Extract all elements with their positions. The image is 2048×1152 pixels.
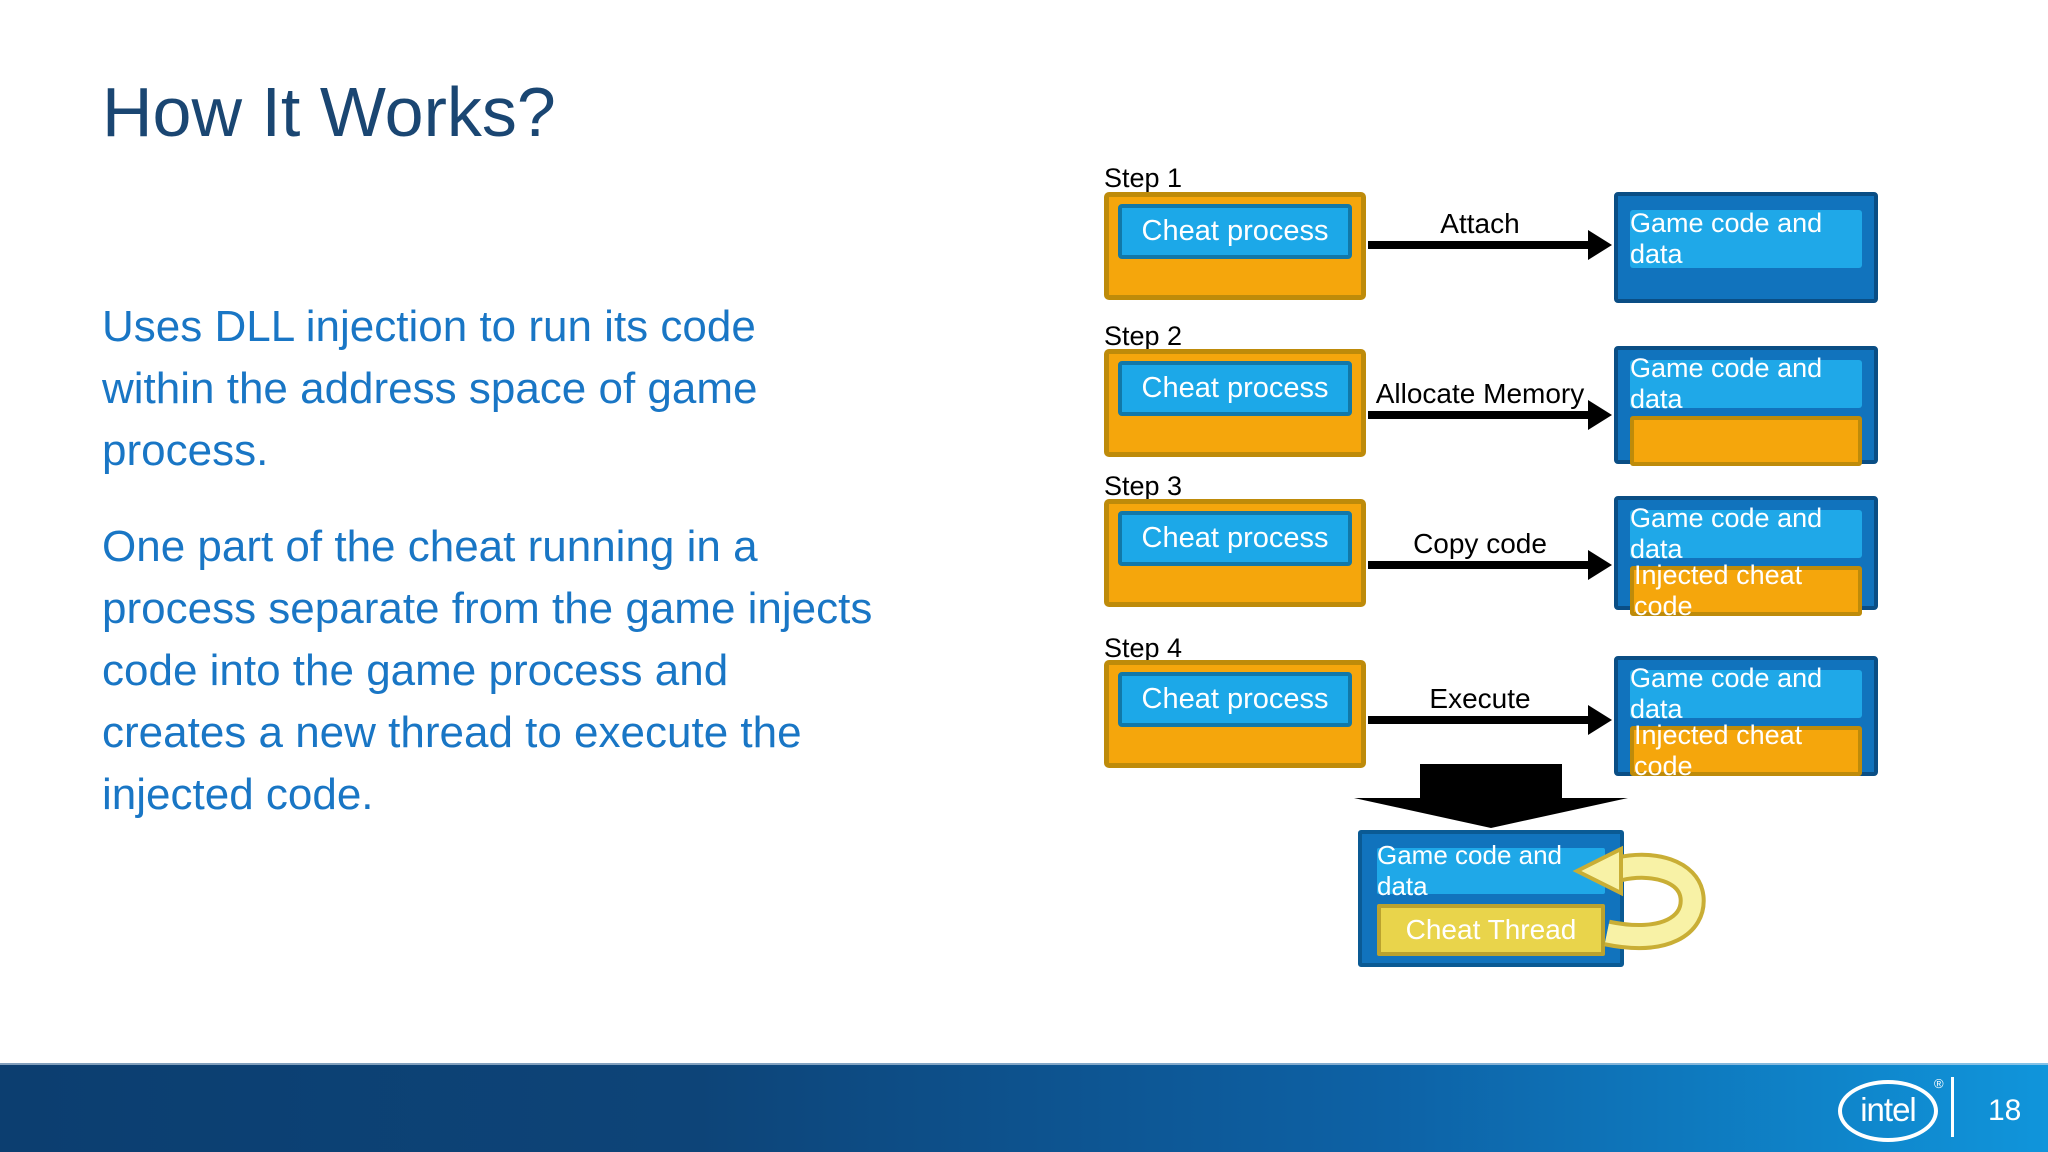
game-code-label: Game code and data <box>1630 663 1862 724</box>
arrow-right-icon <box>1368 400 1612 430</box>
arrow-right-icon <box>1368 705 1612 735</box>
copy-code-action-label: Copy code <box>1413 528 1547 559</box>
cheat-thread-label: Cheat Thread <box>1377 904 1605 956</box>
cheat-process-label: Cheat process <box>1118 361 1352 416</box>
cheat-process-box-step1: Cheat process <box>1104 192 1366 300</box>
execute-action-label: Execute <box>1429 683 1531 714</box>
paragraph-line: creates a new thread to execute the <box>102 708 802 757</box>
injected-cheat-code-box: Injected cheat code <box>1630 560 1862 621</box>
page-number: 18 <box>1988 1094 2022 1127</box>
paragraph-cheat-thread: One part of the cheat running in a proce… <box>102 516 1032 826</box>
step-1-label: Step 1 <box>1104 163 1183 193</box>
paragraph-line: process separate from the game injects <box>102 584 873 633</box>
arrow-right-icon <box>1368 230 1612 260</box>
paragraph-line: One part of the cheat running in a <box>102 522 758 571</box>
step-4-label: Step 4 <box>1104 633 1183 663</box>
step-3-label: Step 3 <box>1104 471 1183 501</box>
game-code-label: Game code and data <box>1377 840 1605 901</box>
cheat-process-box-step3: Cheat process <box>1104 499 1366 607</box>
game-process-box-step2: Game code and data <box>1614 346 1878 466</box>
step-2-label: Step 2 <box>1104 321 1183 351</box>
paragraph-line: within the address space of game <box>102 364 758 413</box>
game-process-box-step4: Game code and data Injected cheat code <box>1614 656 1878 781</box>
footer-bar <box>0 1063 2048 1152</box>
game-process-result-box: Game code and data Cheat Thread <box>1358 830 1624 967</box>
game-code-label: Game code and data <box>1630 503 1862 564</box>
game-process-box-step3: Game code and data Injected cheat code <box>1614 496 1878 621</box>
attach-action-label: Attach <box>1440 208 1520 239</box>
page-title: How It Works? <box>102 73 556 151</box>
down-arrow-icon <box>1420 764 1562 800</box>
cheat-process-label: Cheat process <box>1118 511 1352 566</box>
intel-logo: intel <box>1838 1080 1938 1142</box>
footer-divider <box>1951 1077 1954 1137</box>
paragraph-line: injected code. <box>102 770 374 819</box>
arrow-right-icon <box>1368 550 1612 580</box>
loop-arrow-icon <box>1572 845 1706 950</box>
game-process-box-step1: Game code and data <box>1614 192 1878 303</box>
game-code-label: Game code and data <box>1630 208 1862 269</box>
allocate-memory-action-label: Allocate Memory <box>1375 378 1585 409</box>
allocated-memory-box <box>1630 416 1862 466</box>
injected-cheat-code-box: Injected cheat code <box>1630 720 1862 781</box>
intel-logo-text: intel <box>1860 1090 1917 1128</box>
cheat-process-label: Cheat process <box>1118 672 1352 727</box>
cheat-process-label: Cheat process <box>1118 204 1352 259</box>
cheat-process-box-step2: Cheat process <box>1104 349 1366 457</box>
paragraph-line: code into the game process and <box>102 646 729 695</box>
game-code-label: Game code and data <box>1630 353 1862 414</box>
down-arrow-icon <box>1354 798 1628 828</box>
paragraph-line: Uses DLL injection to run its code <box>102 302 756 351</box>
paragraph-dll-injection: Uses DLL injection to run its code withi… <box>102 296 1032 482</box>
registered-trademark-icon: ® <box>1934 1076 1944 1091</box>
cheat-process-box-step4: Cheat process <box>1104 660 1366 768</box>
paragraph-line: process. <box>102 426 269 475</box>
